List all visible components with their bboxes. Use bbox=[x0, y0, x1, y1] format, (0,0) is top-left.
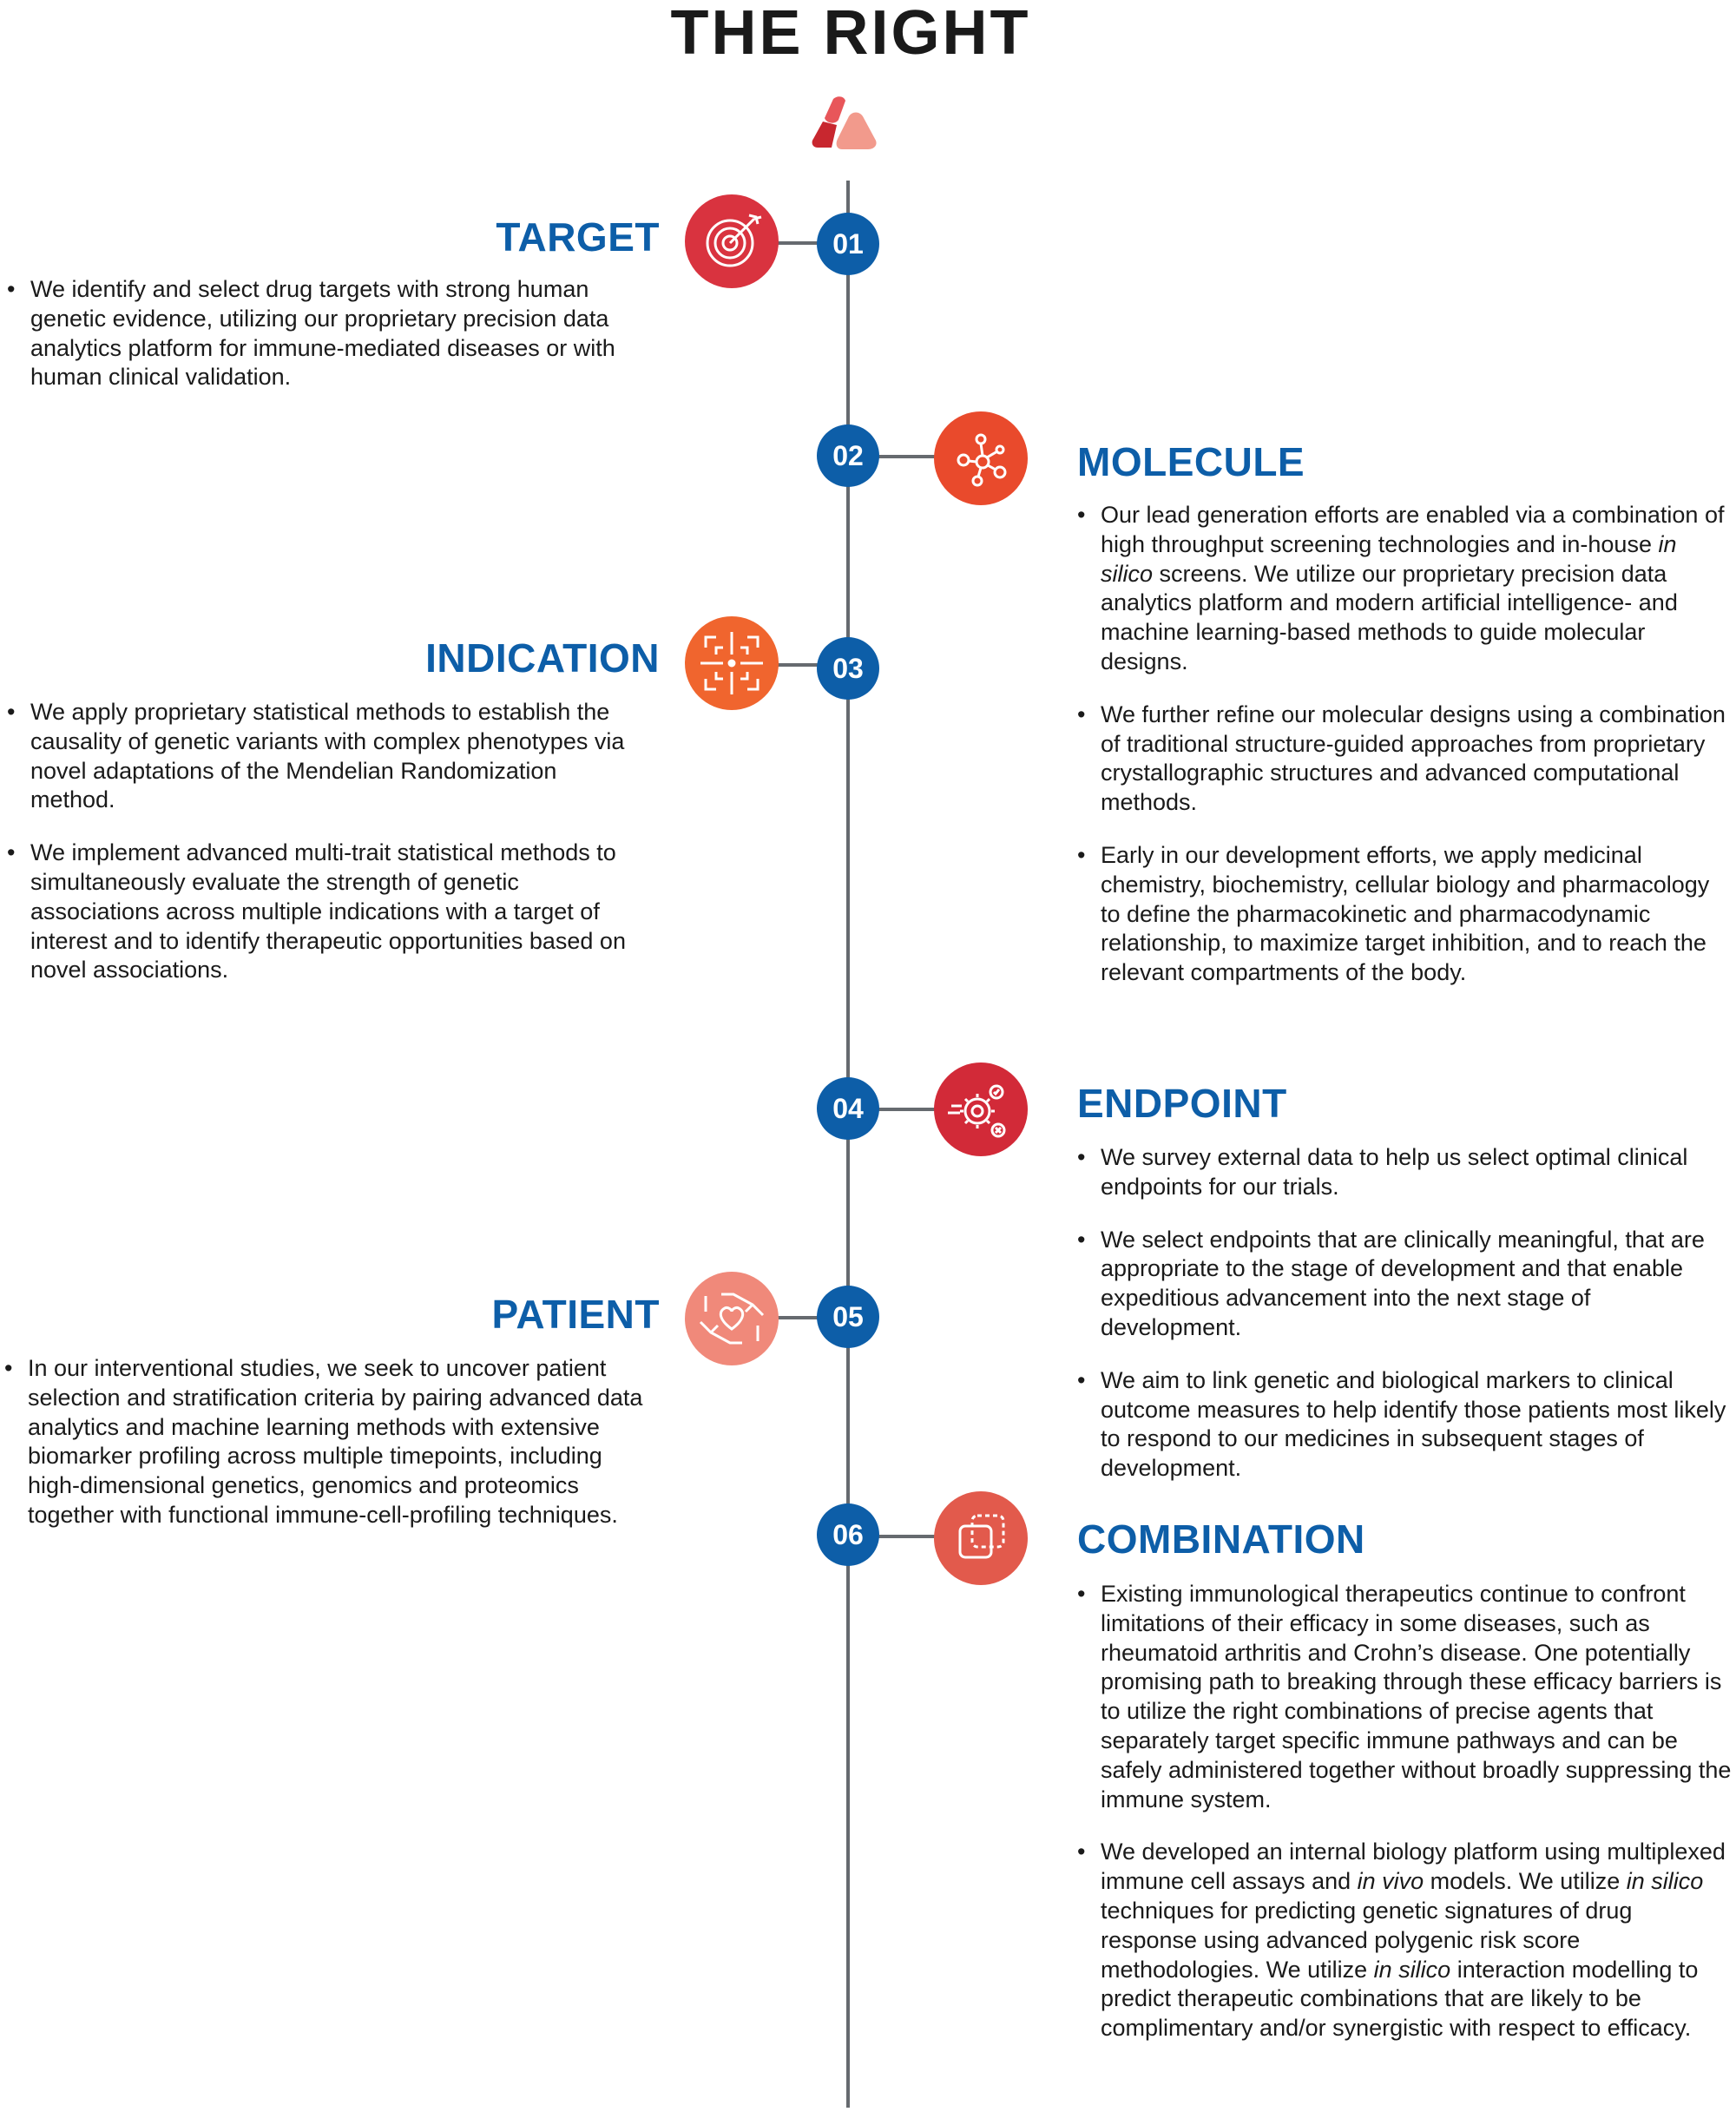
endpoint-bullet: We aim to link genetic and biological ma… bbox=[1074, 1366, 1733, 1484]
target-icon bbox=[706, 214, 762, 267]
combine-squares-icon bbox=[958, 1514, 1005, 1559]
connector-01 bbox=[773, 241, 849, 245]
icon-circle-endpoint bbox=[934, 1062, 1028, 1156]
combination-bullet: We developed an internal biology platfor… bbox=[1074, 1838, 1733, 2043]
heading-patient: PATIENT bbox=[491, 1292, 660, 1337]
endpoint-gear-icon bbox=[948, 1084, 1006, 1138]
molecule-icon bbox=[957, 433, 1007, 487]
connector-05 bbox=[773, 1316, 849, 1319]
molecule-bullets: Our lead generation efforts are enabled … bbox=[1074, 501, 1733, 1011]
timeline-line bbox=[846, 181, 850, 2108]
connector-02 bbox=[847, 455, 937, 458]
molecule-bullet: Early in our development efforts, we app… bbox=[1074, 841, 1733, 988]
endpoint-bullets: We survey external data to help us selec… bbox=[1074, 1143, 1733, 1507]
endpoint-bullet: We survey external data to help us selec… bbox=[1074, 1143, 1733, 1202]
step-number-01: 01 bbox=[817, 213, 879, 275]
combination-bullets: Existing immunological therapeutics cont… bbox=[1074, 1580, 1733, 2067]
endpoint-bullet: We select endpoints that are clinically … bbox=[1074, 1226, 1733, 1343]
connector-04 bbox=[847, 1108, 937, 1111]
heading-endpoint: ENDPOINT bbox=[1077, 1081, 1287, 1126]
icon-circle-target bbox=[685, 194, 779, 288]
step-number-02: 02 bbox=[817, 424, 879, 487]
step-number-03: 03 bbox=[817, 637, 879, 700]
icon-circle-combination bbox=[934, 1491, 1028, 1585]
icon-circle-patient bbox=[685, 1272, 779, 1365]
icon-circle-indication bbox=[685, 616, 779, 710]
patient-bullet: In our interventional studies, we seek t… bbox=[1, 1354, 643, 1530]
heading-combination: COMBINATION bbox=[1077, 1516, 1365, 1562]
patient-bullets: In our interventional studies, we seek t… bbox=[1, 1354, 643, 1554]
right-logo-icon bbox=[812, 96, 877, 149]
connector-06 bbox=[847, 1535, 937, 1538]
step-number-04: 04 bbox=[817, 1077, 879, 1140]
molecule-bullet: Our lead generation efforts are enabled … bbox=[1074, 501, 1733, 677]
step-number-05: 05 bbox=[817, 1286, 879, 1348]
heading-molecule: MOLECULE bbox=[1077, 439, 1305, 484]
icon-circle-molecule bbox=[934, 411, 1028, 505]
heart-hands-icon bbox=[699, 1293, 765, 1345]
step-number-06: 06 bbox=[817, 1503, 879, 1566]
target-bullets: We identify and select drug targets with… bbox=[3, 275, 646, 416]
heading-indication: INDICATION bbox=[425, 635, 660, 681]
focus-scan-icon bbox=[700, 632, 763, 694]
page-title: THE RIGHT bbox=[670, 0, 1031, 68]
indication-bullet: We apply proprietary statistical methods… bbox=[3, 698, 646, 815]
indication-bullets: We apply proprietary statistical methods… bbox=[3, 698, 646, 1009]
molecule-bullet: We further refine our molecular designs … bbox=[1074, 701, 1733, 818]
indication-bullet: We implement advanced multi-trait statis… bbox=[3, 839, 646, 985]
target-bullet: We identify and select drug targets with… bbox=[3, 275, 646, 392]
connector-03 bbox=[773, 663, 849, 667]
heading-target: TARGET bbox=[496, 214, 660, 260]
combination-bullet: Existing immunological therapeutics cont… bbox=[1074, 1580, 1733, 1814]
